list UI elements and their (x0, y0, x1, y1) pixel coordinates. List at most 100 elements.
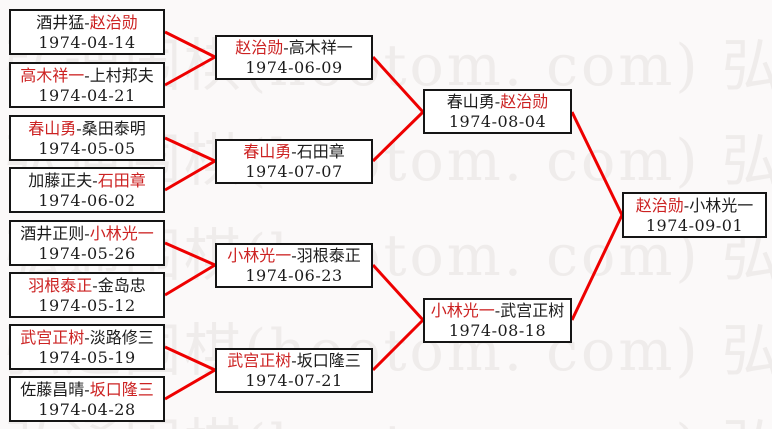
dash: - (291, 351, 297, 370)
connector-line (164, 345, 216, 372)
match-date: 1974-04-28 (38, 399, 136, 419)
player-name: 酒井正则 (20, 223, 85, 243)
match-players: 春山勇-桑田泰明 (11, 118, 163, 139)
connector-line (164, 241, 216, 267)
player-name: 羽根泰正 (28, 275, 93, 295)
dash: - (84, 65, 90, 85)
match-date: 1974-05-05 (38, 138, 136, 158)
match-players: 春山勇-赵治勋 (425, 91, 570, 112)
dash: - (84, 12, 90, 32)
connector-line (371, 55, 425, 114)
connector-line (371, 318, 425, 372)
player-name: 武宫正树 (227, 351, 292, 370)
match-box-round2-2: 春山勇-石田章 1974-07-07 (215, 139, 373, 184)
match-players: 赵治勋-小林光一 (624, 195, 765, 216)
player-name: 石田章 (97, 170, 146, 190)
player-name: 金岛忠 (97, 275, 146, 295)
player-name: 小林光一 (227, 246, 292, 265)
match-players: 武宫正树-坂口隆三 (217, 350, 371, 371)
player-name: 春山勇 (28, 118, 77, 138)
player-name: 桑田泰明 (81, 118, 146, 138)
match-date: 1974-08-04 (448, 112, 547, 131)
player-name: 赵治勋 (235, 38, 284, 57)
match-box-final: 赵治勋-小林光一 1974-09-01 (622, 192, 767, 238)
player-name: 上村邦夫 (89, 65, 154, 85)
match-players: 酒井正则-小林光一 (11, 223, 163, 244)
player-name: 佐藤昌晴 (20, 379, 85, 399)
connector-line (164, 368, 216, 401)
connector-line (164, 136, 216, 163)
dash: - (84, 379, 90, 399)
match-box-round1-7: 武宫正树-淡路修三 1974-05-19 (9, 324, 165, 370)
player-name: 羽根泰正 (296, 246, 361, 265)
connector-line (371, 110, 425, 163)
connector-line (164, 55, 216, 87)
player-name: 小林光一 (89, 223, 154, 243)
match-players: 加藤正夫-石田章 (11, 170, 163, 191)
player-name: 赵治勋 (500, 92, 549, 111)
player-name: 坂口隆三 (296, 351, 361, 370)
player-name: 小林光一 (689, 195, 754, 215)
match-box-round1-1: 酒井猛-赵治勋 1974-04-14 (9, 9, 165, 55)
player-name: 武宫正树 (20, 327, 85, 347)
player-name: 坂口隆三 (89, 379, 154, 399)
match-box-round2-3: 小林光一-羽根泰正 1974-06-23 (215, 243, 373, 288)
player-name: 武宫正树 (500, 301, 565, 320)
match-box-semifinal-2: 小林光一-武宫正树 1974-08-18 (423, 298, 572, 343)
dash: - (494, 301, 501, 320)
match-date: 1974-07-07 (245, 162, 343, 181)
dash: - (291, 246, 297, 265)
match-date: 1974-05-19 (38, 347, 136, 367)
dash: - (291, 142, 297, 161)
player-name: 春山勇 (243, 142, 292, 161)
match-date: 1974-07-21 (245, 371, 343, 390)
match-players: 酒井猛-赵治勋 (11, 12, 163, 33)
player-name: 春山勇 (446, 92, 495, 111)
player-name: 高木祥一 (20, 65, 85, 85)
player-name: 赵治勋 (635, 195, 684, 215)
match-box-semifinal-1: 春山勇-赵治勋 1974-08-04 (423, 89, 572, 134)
match-players: 羽根泰正-金岛忠 (11, 275, 163, 296)
match-date: 1974-04-14 (38, 32, 136, 52)
match-players: 赵治勋-高木祥一 (217, 37, 371, 58)
match-date: 1974-05-26 (38, 243, 136, 263)
dash: - (283, 38, 289, 57)
dash: - (84, 223, 90, 243)
match-date: 1974-09-01 (645, 215, 744, 235)
connector-line (164, 159, 216, 192)
connector-line (570, 111, 624, 216)
match-players: 小林光一-羽根泰正 (217, 245, 371, 266)
connector-line (164, 30, 216, 59)
player-name: 石田章 (296, 142, 345, 161)
player-name: 加藤正夫 (28, 170, 93, 190)
dash: - (76, 118, 82, 138)
match-box-round1-5: 酒井正则-小林光一 1974-05-26 (9, 220, 165, 266)
match-date: 1974-04-21 (38, 85, 136, 105)
match-box-round1-6: 羽根泰正-金岛忠 1974-05-12 (9, 272, 165, 318)
match-players: 佐藤昌晴-坂口隆三 (11, 379, 163, 400)
dash: - (683, 195, 690, 215)
match-players: 高木祥一-上村邦夫 (11, 65, 163, 86)
match-date: 1974-06-02 (38, 190, 136, 210)
dash: - (84, 327, 90, 347)
dash: - (92, 170, 98, 190)
match-players: 春山勇-石田章 (217, 141, 371, 162)
match-box-round2-4: 武宫正树-坂口隆三 1974-07-21 (215, 348, 373, 393)
match-players: 小林光一-武宫正树 (425, 300, 570, 321)
match-box-round1-4: 加藤正夫-石田章 1974-06-02 (9, 167, 165, 213)
connector-line (570, 214, 624, 321)
match-date: 1974-05-12 (38, 295, 136, 315)
connector-line (371, 263, 425, 322)
dash: - (92, 275, 98, 295)
match-box-round1-2: 高木祥一-上村邦夫 1974-04-21 (9, 62, 165, 108)
match-box-round2-1: 赵治勋-高木祥一 1974-06-09 (215, 35, 373, 80)
player-name: 小林光一 (430, 301, 495, 320)
match-date: 1974-06-23 (245, 266, 343, 285)
match-box-round1-3: 春山勇-桑田泰明 1974-05-05 (9, 115, 165, 161)
match-players: 武宫正树-淡路修三 (11, 327, 163, 348)
player-name: 高木祥一 (288, 38, 353, 57)
dash: - (494, 92, 501, 111)
watermark-text: 弘通围棋(hootom. com) 弘通围棋(hootom. com) (4, 416, 772, 429)
